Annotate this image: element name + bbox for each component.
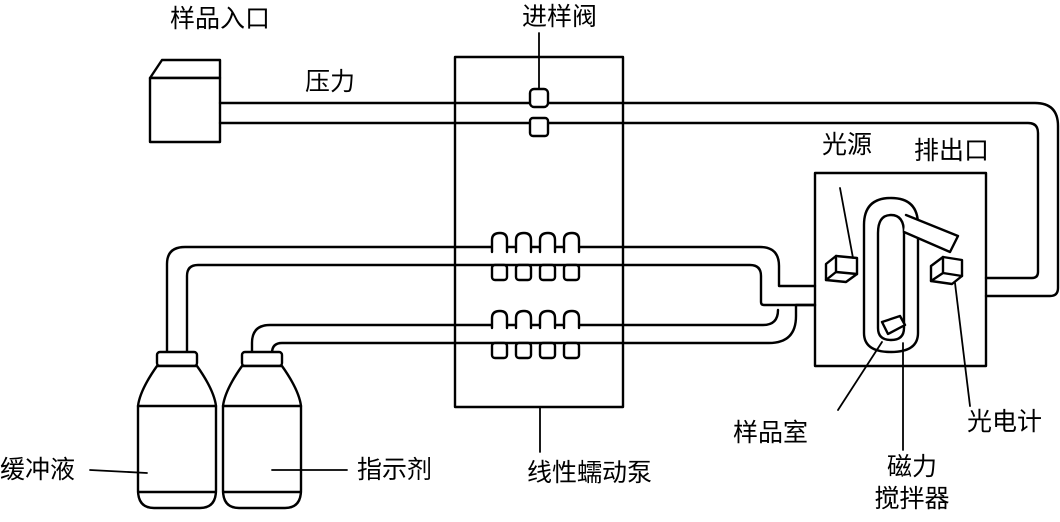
indicator-tube bbox=[250, 308, 780, 357]
light-source-block bbox=[824, 254, 859, 284]
buffer-tube bbox=[165, 245, 817, 357]
indicator-bottle bbox=[221, 350, 303, 510]
sample-inlet-label: 样品入口 bbox=[170, 4, 271, 33]
light-source-leader bbox=[839, 187, 854, 259]
stirrer-label-line1: 磁力 bbox=[886, 452, 937, 481]
outlet-label: 排出口 bbox=[914, 136, 990, 165]
leader-lines bbox=[89, 32, 971, 474]
buffer-label: 缓冲液 bbox=[0, 455, 76, 484]
buffer-bottle bbox=[136, 350, 218, 510]
stirrer-label-line2: 搅拌器 bbox=[874, 484, 950, 513]
injection-valve-label: 进样阀 bbox=[522, 2, 598, 31]
pressure-label: 压力 bbox=[305, 67, 356, 96]
light-source-label: 光源 bbox=[822, 130, 873, 159]
sample-chamber-leader bbox=[837, 341, 883, 411]
indicator-label: 指示剂 bbox=[357, 455, 433, 484]
injection-valve bbox=[528, 87, 550, 138]
photometer-label: 光电计 bbox=[967, 407, 1043, 436]
sample-chamber-label: 样品室 bbox=[733, 418, 809, 447]
pump-label: 线性蠕动泵 bbox=[527, 458, 653, 487]
photometer-block bbox=[929, 255, 964, 286]
pressure-tube bbox=[218, 101, 1060, 298]
pump-rollers-upper bbox=[490, 231, 581, 282]
sample-inlet-box bbox=[148, 58, 222, 144]
buffer-leader bbox=[89, 469, 148, 474]
sample-chamber bbox=[862, 196, 960, 354]
pump-rollers-lower bbox=[490, 309, 581, 360]
photometer-leader bbox=[954, 282, 971, 407]
